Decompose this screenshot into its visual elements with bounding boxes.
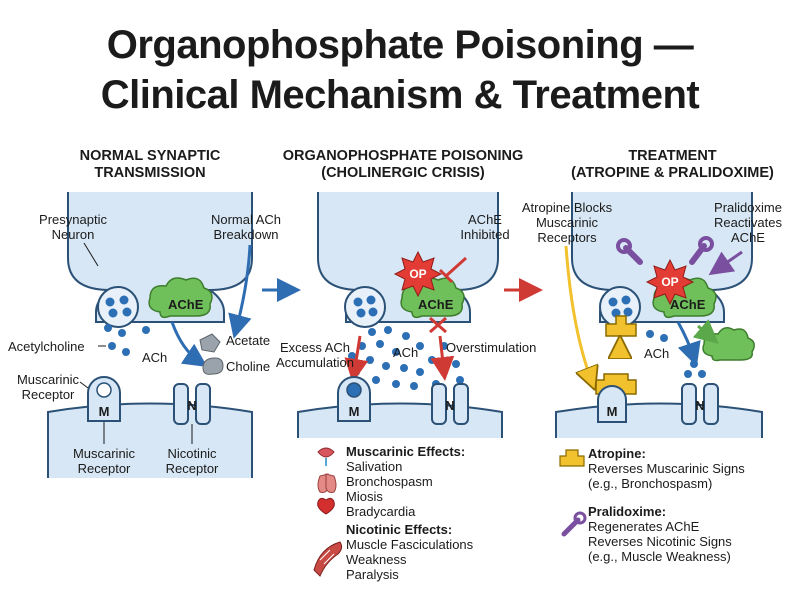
- n-label-normal: N: [187, 398, 197, 413]
- m-label-normal: M: [98, 404, 110, 419]
- overstimulation-label: Overstimulation: [446, 340, 537, 355]
- muscarinic-receptor-normal: [87, 376, 121, 422]
- vesicle-normal: [97, 286, 139, 328]
- nicotinic-receptor-poison: [431, 383, 469, 425]
- m-label-poison: M: [348, 404, 360, 419]
- acetylcholine-label: Acetylcholine: [8, 339, 85, 354]
- ache-label-poison: AChE: [418, 297, 454, 312]
- lungs-icon: [317, 473, 337, 493]
- choline-shape: [202, 357, 224, 375]
- postsynaptic-membrane-treatment: [555, 402, 763, 441]
- acetate-shape: [199, 333, 221, 353]
- op-starburst-treatment: [645, 258, 695, 306]
- pralidoxime-legend-icon: [561, 511, 587, 537]
- heart-icon: [317, 497, 335, 515]
- ache-enzyme-normal: [148, 277, 213, 319]
- ache-label-treatment: AChE: [670, 297, 706, 312]
- m-label-treatment: M: [606, 404, 618, 419]
- ach-label-normal: ACh: [142, 350, 168, 365]
- n-label-treatment: N: [695, 398, 705, 413]
- n-label-poison: N: [445, 398, 455, 413]
- muscarinic-receptor-poison: [337, 376, 371, 422]
- treatment-panel-heading: TREATMENT(ATROPINE & PRALIDOXIME): [571, 148, 774, 181]
- treatment-panel: [554, 186, 766, 537]
- op-label-poison: OP: [409, 267, 427, 281]
- muscle-icon: [313, 541, 343, 577]
- normal-panel: [46, 186, 256, 484]
- pralidoxime-wrench-icon-left: [616, 238, 643, 265]
- regenerated-ache-icon: [702, 327, 755, 362]
- muscarinic-effects-list: Muscarinic Effects: Salivation Bronchosp…: [346, 444, 466, 519]
- page-title-line-2: Clinical Mechanism & Treatment: [100, 73, 700, 117]
- acetate-label: Acetate: [226, 333, 271, 348]
- pralidoxime-legend-text: Pralidoxime: Regenerates AChE Reverses N…: [588, 504, 732, 564]
- nicotinic-receptor-treatment: [681, 383, 719, 425]
- page-title-line-1: Organophosphate Poisoning —: [106, 23, 694, 67]
- postsynaptic-membrane-poison: [297, 402, 503, 441]
- nicotinic-effects-list: Nicotinic Effects: Muscle Fasciculations…: [346, 522, 474, 582]
- atropine-legend-icon: [559, 449, 585, 467]
- pralidoxime-reactivates-label: Pralidoxime Reactivates AChE: [714, 200, 782, 245]
- ach-label-poison: ACh: [393, 345, 419, 360]
- atropine-legend-text: Atropine: Reverses Muscarinic Signs (e.g…: [588, 446, 745, 491]
- ach-label-treatment: ACh: [644, 346, 670, 361]
- nicotinic-receptor-normal: [173, 383, 211, 425]
- op-starburst-poison: [393, 250, 443, 298]
- poison-panel-heading: ORGANOPHOSPHATE POISONING(CHOLINERGIC CR…: [282, 148, 524, 181]
- atropine-blocks-label: Atropine Blocks Muscarinic Receptors: [521, 200, 613, 245]
- muscarinic-receptor-treatment: [597, 385, 627, 423]
- pralidoxime-wrench-icon-right: [689, 236, 714, 265]
- choline-label: Choline: [226, 359, 271, 374]
- salivation-lips-icon: [317, 447, 335, 466]
- op-label-treatment: OP: [661, 275, 679, 289]
- poison-panel: [296, 186, 506, 577]
- ache-label-normal: AChE: [168, 297, 204, 312]
